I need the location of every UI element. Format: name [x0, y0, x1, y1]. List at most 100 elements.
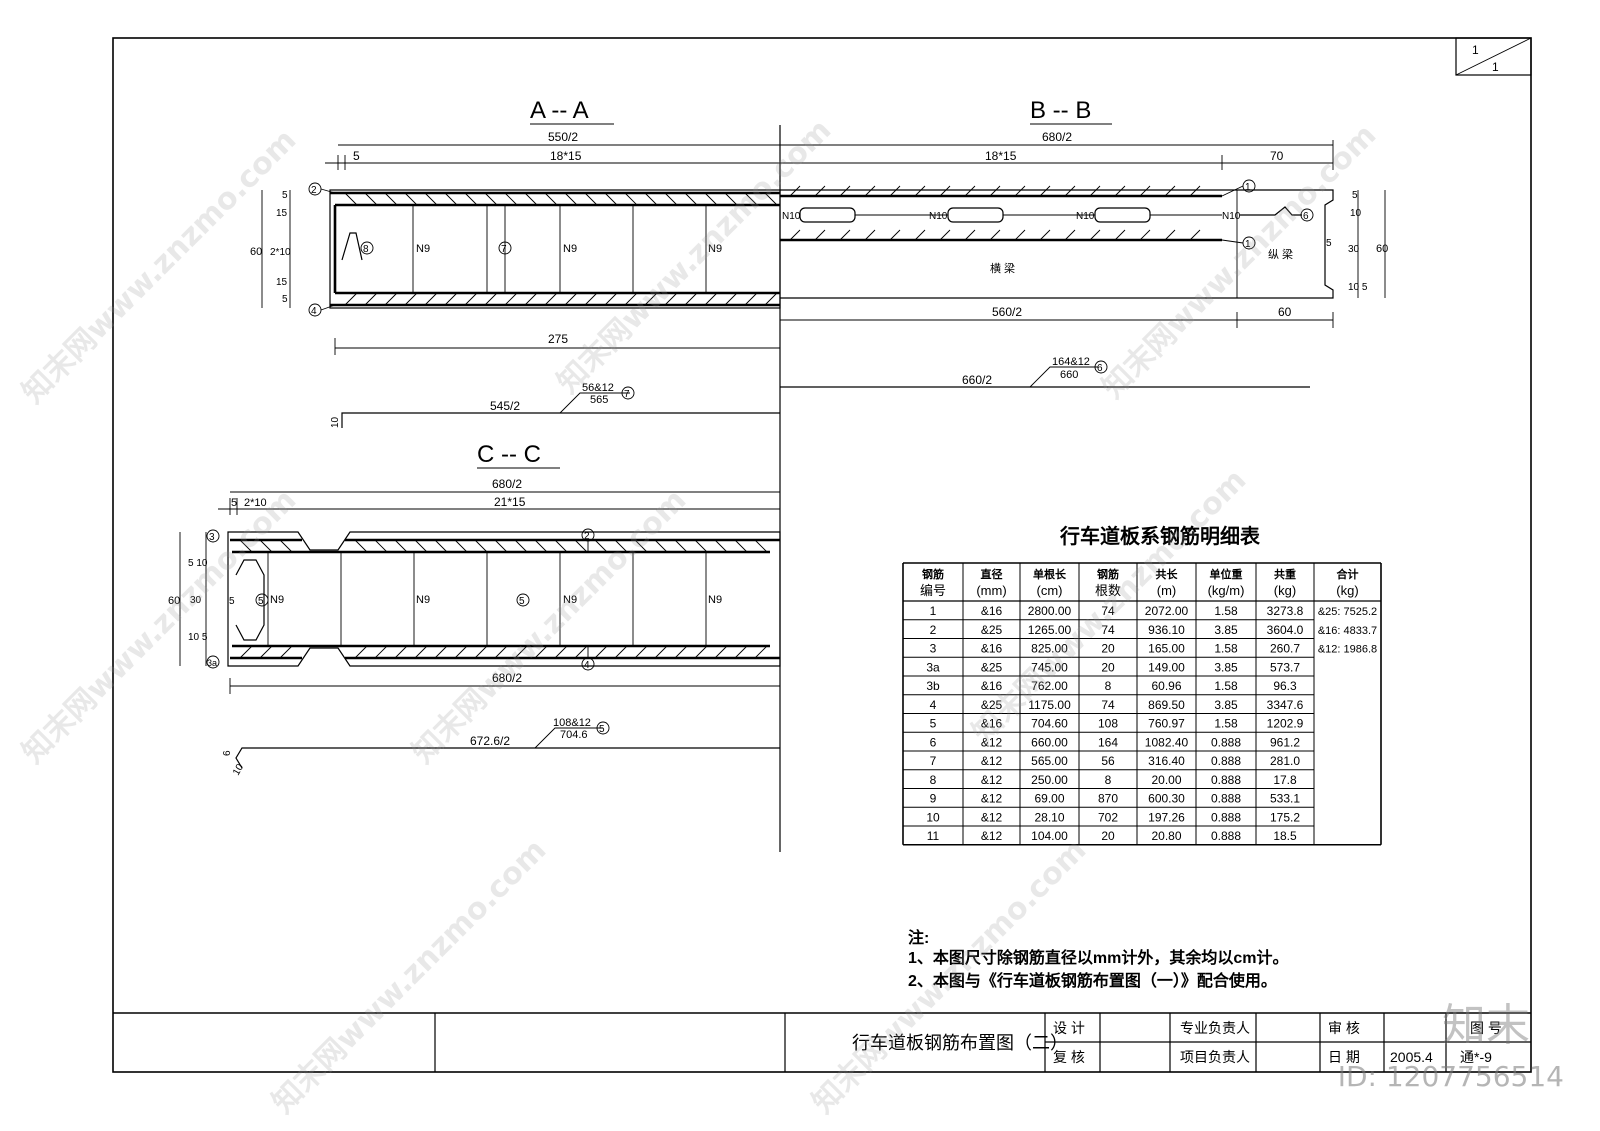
cc-dim-5: 5 — [231, 497, 237, 509]
marker-3a-cc: 3a — [206, 655, 220, 669]
table-cell: 20.00 — [1151, 773, 1181, 787]
table-cell: 164 — [1098, 735, 1118, 749]
table-cell: 18.5 — [1273, 829, 1297, 843]
svg-text:6: 6 — [1303, 211, 1309, 222]
table-cell: 0.888 — [1211, 829, 1241, 843]
bb-bar-len: 660/2 — [962, 373, 992, 387]
table-cell: 8 — [1105, 773, 1112, 787]
cc-dim-5b: 5 — [229, 596, 235, 607]
table-cell: 9 — [930, 792, 937, 806]
tb-drawing-no-label: 图 号 — [1470, 1020, 1502, 1036]
bb-dim-5a: 5 — [1352, 190, 1358, 201]
table-cell: 745.00 — [1031, 660, 1068, 674]
notes-line-2: 2、本图与《行车道板钢筋布置图（一）》配合使用。 — [908, 971, 1277, 990]
marker-2-aa: 2 — [308, 182, 336, 196]
aa-dim-bottom: 275 — [548, 332, 568, 346]
marker-2-cc: 2 — [581, 528, 595, 552]
bb-tag-n10-4: N10 — [1222, 211, 1241, 222]
table-header-cell: 单位重 — [1210, 567, 1243, 581]
table-cell: &16 — [981, 717, 1003, 731]
table-header-cell: 钢筋 — [1097, 567, 1119, 581]
table-header-unit: 编号 — [920, 583, 946, 598]
tb-design: 设 计 — [1053, 1020, 1085, 1036]
table-cell: 0.888 — [1211, 792, 1241, 806]
aa-dim-5b: 5 — [282, 294, 288, 305]
table-cell: 704.60 — [1031, 717, 1068, 731]
table-header-cell: 共重 — [1274, 567, 1296, 581]
svg-text:5: 5 — [258, 596, 264, 607]
table-title: 行车道板系钢筋明细表 — [1059, 524, 1261, 548]
cc-dim-21x15: 21*15 — [494, 495, 526, 509]
table-header-unit: (cm) — [1037, 583, 1063, 598]
rebar-table: 行车道板系钢筋明细表 钢筋编号直径(mm)单根长(cm)钢筋根数共长(m)单位重… — [902, 524, 1382, 846]
page-total: 1 — [1492, 60, 1499, 74]
markers: 2 4 8 7 7 1 1 6 6 3 3a 5 5 2 4 5 — [206, 179, 1314, 735]
table-header-cell: 直径 — [981, 567, 1003, 581]
bb-tag-n10-3: N10 — [1076, 211, 1095, 222]
table-cell: 1.58 — [1214, 717, 1238, 731]
table-cell: &16 — [981, 604, 1003, 618]
table-cell: 60.96 — [1151, 679, 1181, 693]
table-cell: &12 — [981, 735, 1003, 749]
table-cell: 0.888 — [1211, 810, 1241, 824]
aa-dim-15a: 15 — [276, 208, 288, 219]
table-total-cell: &16: 4833.7 — [1318, 625, 1377, 637]
table-cell: 316.40 — [1148, 754, 1185, 768]
cc-bar-hook2: 6 — [222, 750, 233, 756]
svg-text:4: 4 — [311, 306, 317, 317]
cc-tag-n9-2: N9 — [416, 594, 430, 606]
table-cell: &12 — [981, 773, 1003, 787]
table-cell: 1082.40 — [1145, 735, 1189, 749]
table-cell: 4 — [930, 698, 937, 712]
table-cell: 108 — [1098, 717, 1118, 731]
table-cell: 660.00 — [1031, 735, 1068, 749]
bb-beam-cross: 横 梁 — [990, 261, 1015, 275]
table-cell: 533.1 — [1270, 792, 1300, 806]
aa-tag-n9-1: N9 — [416, 243, 430, 255]
table-cell: 825.00 — [1031, 642, 1068, 656]
table-cell: 762.00 — [1031, 679, 1068, 693]
drawing-title: 行车道板钢筋布置图（二） — [852, 1033, 1068, 1053]
table-cell: 56 — [1101, 754, 1115, 768]
bb-dim-10: 10 — [1350, 208, 1362, 219]
table-cell: 6 — [930, 735, 937, 749]
table-cell: 104.00 — [1031, 829, 1068, 843]
cc-bar-label-bot: 704.6 — [560, 729, 588, 741]
tb-date-label: 日 期 — [1328, 1049, 1360, 1065]
tb-check: 复 核 — [1053, 1049, 1085, 1065]
table-cell: &25 — [981, 660, 1003, 674]
table-header-unit: (m) — [1157, 583, 1177, 598]
aa-tag-n9-2: N9 — [563, 243, 577, 255]
svg-text:3a: 3a — [207, 658, 217, 668]
bb-dim-70: 70 — [1270, 149, 1284, 163]
bb-tag-n10-1: N10 — [782, 211, 801, 222]
table-cell: 175.2 — [1270, 810, 1300, 824]
svg-text:2: 2 — [584, 531, 590, 542]
tb-drawing-no-value: 通*-9 — [1460, 1049, 1492, 1065]
table-cell: 197.26 — [1148, 810, 1185, 824]
table-cell: &25 — [981, 698, 1003, 712]
page-number: 1 — [1472, 43, 1479, 57]
table-cell: &12 — [981, 829, 1003, 843]
cc-dim-30: 30 — [190, 595, 202, 606]
section-cc: C -- C 680/2 5 2*10 21*15 N9 N9 N9 N9 — [168, 441, 781, 778]
table-cell: 3 — [930, 642, 937, 656]
aa-bar-hook: 10 — [330, 416, 341, 428]
svg-text:6: 6 — [1097, 363, 1103, 374]
table-cell: 600.30 — [1148, 792, 1185, 806]
drawing-frame — [112, 37, 1532, 1073]
table-cell: 281.0 — [1270, 754, 1300, 768]
table-cell: 7 — [930, 754, 937, 768]
svg-text:4: 4 — [584, 660, 590, 671]
table-total-cell: &12: 1986.8 — [1318, 644, 1377, 656]
bb-bar-label-top: 164&12 — [1052, 356, 1090, 368]
table-cell: 1.58 — [1214, 679, 1238, 693]
table-cell: 11 — [927, 829, 940, 843]
table-cell: 74 — [1101, 623, 1115, 637]
marker-3-cc: 3 — [206, 529, 220, 543]
bb-dim-10-5: 10 5 — [1348, 282, 1368, 293]
aa-bar-len: 545/2 — [490, 399, 520, 413]
bb-dim-60b: 60 — [1278, 305, 1292, 319]
bb-dim-18x15: 18*15 — [985, 149, 1017, 163]
table-cell: 250.00 — [1031, 773, 1068, 787]
